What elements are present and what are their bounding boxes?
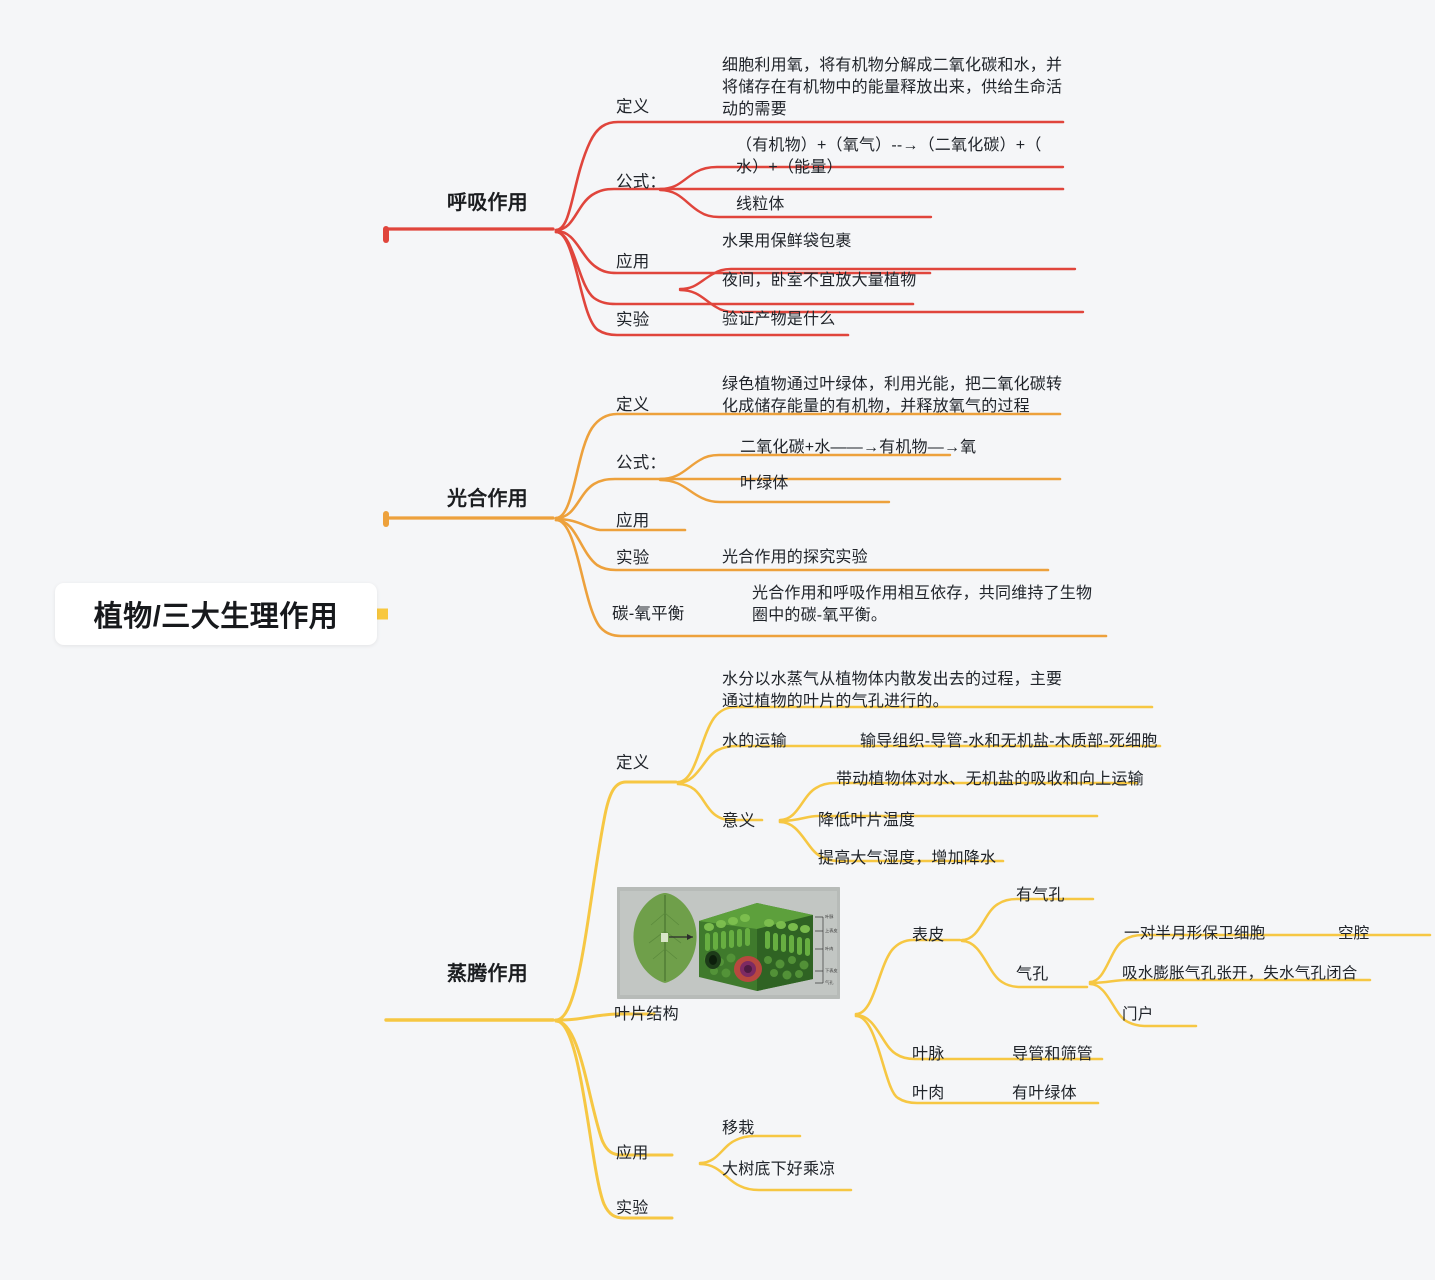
root-node[interactable]: 植物/三大生理作用	[55, 583, 377, 645]
leaf-transpiration-app-1[interactable]: 移栽	[722, 1120, 755, 1137]
node-photosynthesis-carbon-oxygen-balance[interactable]: 碳-氧平衡	[612, 605, 685, 623]
node-mesophyll[interactable]: 叶肉	[912, 1085, 945, 1102]
node-respiration-definition[interactable]: 定义	[616, 98, 650, 116]
leaf-respiration-app-1[interactable]: 水果用保鲜袋包裹	[722, 233, 852, 250]
node-leaf-vein[interactable]: 叶脉	[912, 1046, 945, 1063]
leaf-respiration-formula-organelle[interactable]: 线粒体	[736, 196, 785, 213]
leaf-photosynthesis-definition-text[interactable]: 绿色植物通过叶绿体，利用光能，把二氧化碳转 化成储存能量的有机物，并释放氧气的过…	[722, 376, 1063, 416]
leaf-photosynthesis-formula-organelle[interactable]: 叶绿体	[740, 475, 789, 492]
leaf-photosynthesis-exp-1[interactable]: 光合作用的探究实验	[722, 549, 868, 566]
leaf-vein-detail[interactable]: 导管和筛管	[1012, 1046, 1094, 1063]
leaf-significance-3[interactable]: 提高大气湿度，增加降水	[818, 850, 997, 867]
leaf-transpiration-definition-text[interactable]: 水分以水蒸气从植物体内散发出去的过程，主要 通过植物的叶片的气孔进行的。	[722, 671, 1063, 711]
node-respiration-formula[interactable]: 公式：	[616, 173, 667, 191]
node-transpiration-definition[interactable]: 定义	[616, 754, 650, 772]
node-leaf-structure[interactable]: 叶片结构	[614, 1006, 679, 1023]
node-photosynthesis-formula[interactable]: 公式：	[616, 454, 667, 472]
svg-text:下表皮: 下表皮	[825, 967, 838, 974]
topic-photosynthesis[interactable]: 光合作用	[447, 488, 528, 510]
node-transpiration-significance[interactable]: 意义	[722, 812, 756, 830]
root-label: 植物/三大生理作用	[93, 601, 339, 633]
node-transpiration-experiment[interactable]: 实验	[616, 1200, 649, 1217]
leaf-epidermis-has-stomata[interactable]: 有气孔	[1016, 887, 1065, 904]
leaf-stomata-gateway[interactable]: 门户	[1122, 1006, 1154, 1023]
node-transpiration-application[interactable]: 应用	[616, 1145, 649, 1162]
leaf-diagram-svg: 叶脉 上表皮 叶肉 下表皮 气孔	[617, 887, 840, 999]
svg-text:叶肉: 叶肉	[825, 945, 833, 952]
svg-text:叶脉: 叶脉	[825, 913, 834, 920]
leaf-respiration-definition-text[interactable]: 细胞利用氧，将有机物分解成二氧化碳和水，并 将储存在有机物中的能量释放出来，供给…	[722, 57, 1063, 119]
leaf-water-transport-detail[interactable]: 输导组织-导管-水和无机盐-木质部-死细胞	[860, 733, 1158, 750]
topic-respiration[interactable]: 呼吸作用	[447, 192, 528, 214]
node-respiration-experiment[interactable]: 实验	[616, 311, 650, 329]
node-stomata[interactable]: 气孔	[1016, 966, 1049, 983]
leaf-stomata-guard-cells[interactable]: 一对半月形保卫细胞	[1124, 925, 1266, 942]
svg-text:上表皮: 上表皮	[825, 927, 838, 934]
node-photosynthesis-definition[interactable]: 定义	[616, 396, 650, 414]
leaf-respiration-formula-equation[interactable]: （有机物）+（氧气）--→（二氧化碳）+（ 水）+（能量）	[736, 137, 1042, 177]
topic-transpiration[interactable]: 蒸腾作用	[447, 963, 528, 985]
node-photosynthesis-experiment[interactable]: 实验	[616, 549, 650, 567]
leaf-cross-section-diagram: 叶脉 上表皮 叶肉 下表皮 气孔	[617, 887, 840, 999]
svg-text:气孔: 气孔	[825, 979, 834, 986]
leaf-photosynthesis-cob-text[interactable]: 光合作用和呼吸作用相互依存，共同维持了生物 圈中的碳-氧平衡。	[752, 585, 1093, 625]
leaf-respiration-exp-1[interactable]: 验证产物是什么	[722, 311, 836, 328]
node-epidermis[interactable]: 表皮	[912, 927, 945, 944]
node-water-transport[interactable]: 水的运输	[722, 733, 787, 750]
leaf-stomata-cavity[interactable]: 空腔	[1338, 925, 1370, 942]
leaf-transpiration-app-2[interactable]: 大树底下好乘凉	[722, 1161, 836, 1178]
leaf-significance-1[interactable]: 带动植物体对水、无机盐的吸收和向上运输	[836, 771, 1144, 788]
leaf-photosynthesis-formula-equation[interactable]: 二氧化碳+水——→有机物—→氧	[740, 439, 977, 456]
leaf-stomata-turgor[interactable]: 吸水膨胀气孔张开，失水气孔闭合	[1122, 965, 1358, 982]
leaf-respiration-app-2[interactable]: 夜间，卧室不宜放大量植物	[722, 272, 917, 289]
leaf-significance-2[interactable]: 降低叶片温度	[818, 812, 916, 829]
node-photosynthesis-application[interactable]: 应用	[616, 512, 650, 530]
leaf-mesophyll-detail[interactable]: 有叶绿体	[1012, 1085, 1077, 1102]
node-respiration-application[interactable]: 应用	[616, 253, 650, 271]
